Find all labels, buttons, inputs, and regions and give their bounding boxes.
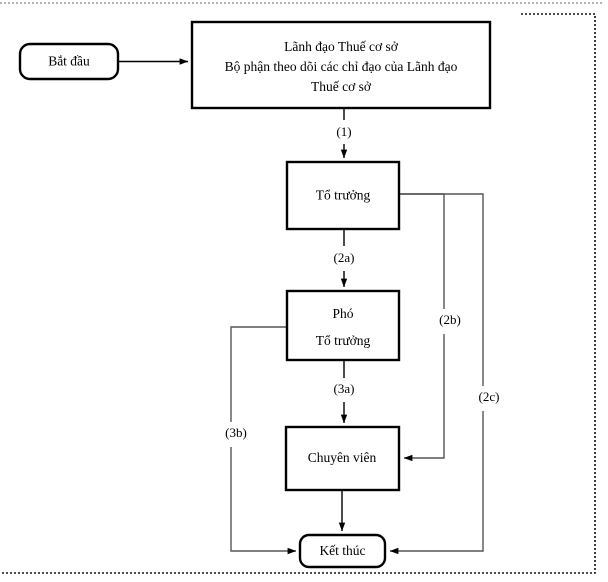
leader-node-label-line2: Bộ phận theo dõi các chỉ đạo của Lãnh đạ…: [225, 59, 458, 74]
deputy-team-leader-node-label-line1: Phó: [332, 306, 353, 321]
leader-node[interactable]: [190, 20, 492, 110]
edge-2b-line-upper: [399, 193, 445, 309]
edge-2c-line-lower: [389, 411, 484, 555]
edge-2c-label: (2c): [479, 389, 500, 404]
end-node-label: Kết thúc: [319, 543, 365, 558]
end-node[interactable]: [298, 533, 387, 569]
team-leader-node[interactable]: [285, 160, 401, 231]
specialist-node-label: Chuyên viên: [308, 450, 377, 465]
start-node-label: Bắt đầu: [48, 54, 90, 69]
edge-2b-label: (2b): [439, 312, 461, 327]
page-frame-inner-dotted: [0, 13, 596, 574]
edge-2a-label: (2a): [334, 250, 355, 265]
leader-node-label-line3: Thuế cơ sở: [311, 79, 372, 94]
edge-3a-label: (3a): [334, 381, 355, 396]
deputy-team-leader-node[interactable]: [285, 289, 401, 362]
specialist-node[interactable]: [284, 425, 401, 492]
edge-3b-line-lower: [230, 447, 297, 555]
deputy-team-leader-node-label-line2: Tổ trưởng: [316, 333, 371, 348]
start-node[interactable]: [18, 42, 120, 81]
edge-2c-line-upper: [399, 193, 484, 386]
edge-2b-line-lower: [403, 334, 445, 462]
edge-1-label: (1): [336, 124, 351, 139]
leader-node-label-line1: Lãnh đạo Thuế cơ sở: [284, 39, 399, 54]
edge-3b-line-upper: [230, 326, 287, 422]
team-leader-node-label: Tổ trưởng: [316, 188, 371, 203]
edge-3b-label: (3b): [225, 425, 247, 440]
